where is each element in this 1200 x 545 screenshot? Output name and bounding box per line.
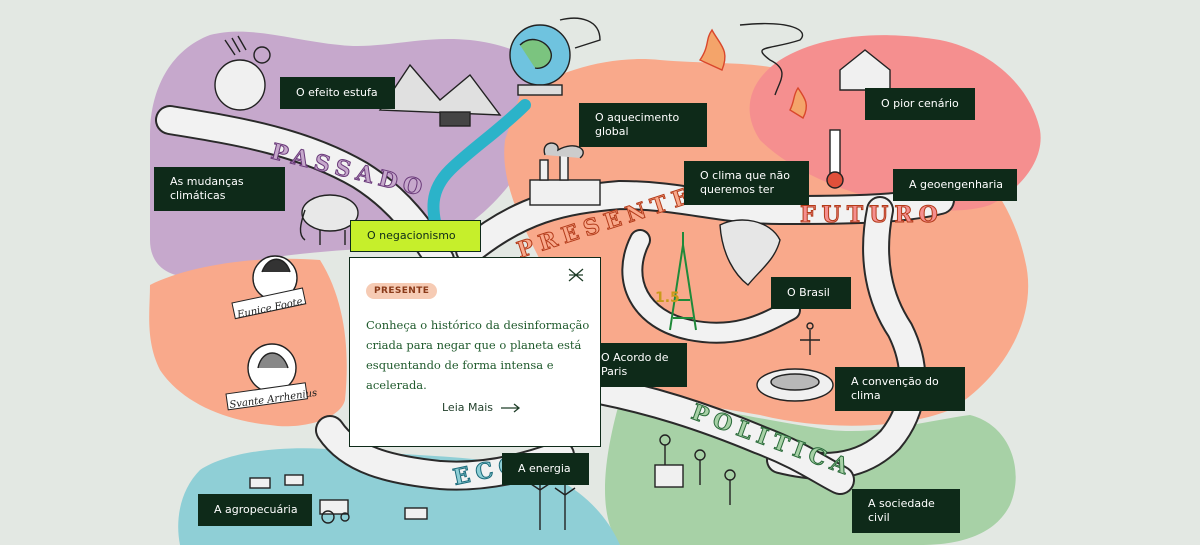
label-mudancas-line1: As mudanças: [170, 175, 244, 188]
label-negacionismo-text: O negacionismo: [367, 229, 456, 242]
label-pior-cenario-text: O pior cenário: [881, 97, 959, 110]
label-sociedade-line1: A sociedade: [868, 497, 935, 510]
label-sociedade-line2: civil: [868, 511, 890, 524]
label-aquecimento-line1: O aquecimento: [595, 111, 680, 124]
label-clima-line1: O clima que não: [700, 169, 790, 182]
road-politics-fill: [587, 377, 853, 493]
brazil-map-icon: [719, 219, 781, 286]
label-agropecuaria-text: A agropecuária: [214, 503, 298, 516]
river: [427, 99, 531, 246]
stadium-icon: [756, 368, 834, 402]
read-more-link[interactable]: Leia Mais: [442, 401, 521, 414]
cows-icon: [249, 474, 428, 520]
popup-description: Conheça o histórico da desinformação cri…: [366, 318, 590, 392]
section-badge: PRESENTE: [366, 283, 438, 299]
tornado-icon: [739, 22, 804, 96]
illustrations: [214, 17, 891, 530]
label-pior-cenario[interactable]: O pior cenário: [865, 88, 975, 120]
road-word-futuro: FUTURO: [800, 202, 944, 228]
mammoth-icon: [299, 194, 359, 245]
label-acordo-line1: O Acordo de: [601, 351, 669, 364]
label-efeito-estufa-text: O efeito estufa: [296, 86, 378, 99]
close-icon[interactable]: [568, 268, 584, 282]
label-energia[interactable]: A energia: [502, 453, 589, 485]
label-energia-text: A energia: [518, 462, 571, 475]
wind-turbine-icon: [527, 478, 576, 530]
label-geoengenharia[interactable]: A geoengenharia: [893, 169, 1017, 201]
label-convencao-line2: clima: [851, 389, 881, 402]
tractor-icon: [319, 499, 350, 524]
label-brasil-text: O Brasil: [787, 286, 830, 299]
tower-number: 1.5: [655, 290, 680, 306]
info-popup: PRESENTE Conheça o histórico da desinfor…: [349, 257, 601, 447]
protest-people-icon: [654, 434, 736, 505]
label-mudancas-line2: climáticas: [170, 189, 226, 202]
label-agropecuaria[interactable]: A agropecuária: [198, 494, 312, 526]
label-geoengenharia-text: A geoengenharia: [909, 178, 1003, 191]
thermometer-icon: [826, 129, 844, 189]
road-paris-loop-fill: [623, 231, 799, 342]
christ-statue-icon: [800, 322, 820, 355]
house-icon: [839, 49, 891, 91]
label-efeito-estufa[interactable]: O efeito estufa: [280, 77, 395, 109]
portrait-eunice-icon: [252, 255, 298, 301]
future-region: [749, 35, 1041, 211]
read-more-label: Leia Mais: [442, 401, 494, 414]
globe-hand-icon: [509, 17, 601, 96]
earth-sun-icon: [214, 35, 271, 111]
label-negacionismo[interactable]: O negacionismo: [350, 220, 481, 252]
arrow-right-icon: [501, 402, 521, 413]
fire-icon: [698, 28, 808, 119]
label-convencao-line1: A convenção do: [851, 375, 939, 388]
mountain-mine-icon: [378, 63, 502, 127]
label-acordo-line2: Paris: [601, 365, 628, 378]
label-brasil[interactable]: O Brasil: [771, 277, 851, 309]
factory-icon: [529, 142, 601, 206]
label-aquecimento-line2: global: [595, 125, 629, 138]
eiffel-tower-icon: [669, 232, 697, 331]
label-clima-line2: queremos ter: [700, 183, 775, 196]
